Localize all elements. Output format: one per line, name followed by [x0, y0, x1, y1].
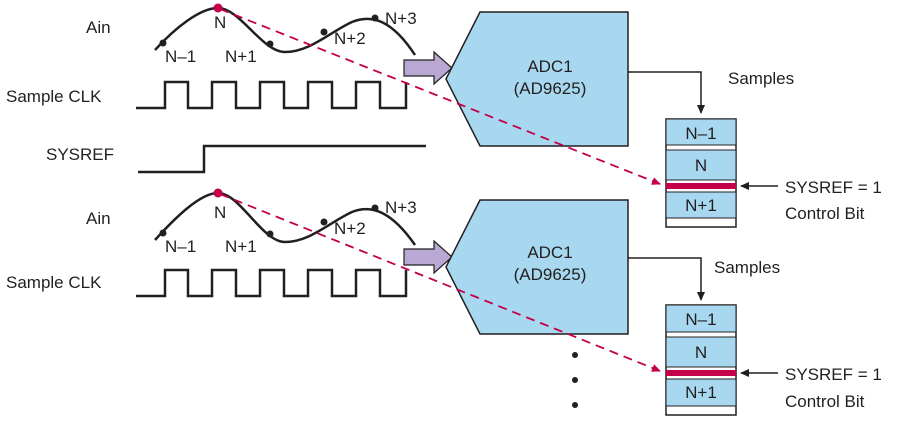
- sample-label-n+2-bottom: N+2: [334, 219, 366, 238]
- samples-label-bottom: Samples: [714, 258, 780, 277]
- sample-dot-n+1-top: [266, 40, 274, 48]
- samples-connector-top: [628, 71, 705, 114]
- sample-buffer-top: N–1 N N+1: [665, 118, 737, 228]
- sample-label-n+3-bottom: N+3: [385, 198, 417, 217]
- sample-dot-n+1-bottom: [266, 230, 274, 238]
- sample-clk-wave-top: [136, 80, 408, 110]
- control-bit-line2-bottom: Control Bit: [785, 392, 865, 411]
- sample-path-dashed-bottom: [219, 193, 661, 372]
- sample-clk-label-bottom: Sample CLK: [6, 273, 102, 292]
- buffer-n-1-bottom: N–1: [685, 310, 716, 329]
- adc-name-bottom: ADC1: [527, 243, 572, 262]
- control-bit-line1-top: SYSREF = 1: [785, 178, 882, 197]
- sample-label-n+2-top: N+2: [334, 29, 366, 48]
- control-bit-line1-bottom: SYSREF = 1: [785, 365, 882, 384]
- adc-part-top: (AD9625): [514, 79, 587, 98]
- samples-label-top: Samples: [728, 69, 794, 88]
- buffer-n+1-top: N+1: [685, 196, 717, 215]
- buffer-n-bottom: N: [695, 343, 707, 362]
- input-arrow-top: [403, 50, 453, 86]
- sample-buffer-bottom: N–1 N N+1: [665, 304, 737, 416]
- sysref-wave: [138, 144, 426, 174]
- sample-clk-label-top: Sample CLK: [6, 87, 102, 106]
- sample-clk-wave-bottom: [136, 268, 408, 298]
- samples-connector-bottom: [628, 257, 705, 301]
- control-bit-line2-top: Control Bit: [785, 204, 865, 223]
- sample-label-n+3-top: N+3: [385, 9, 417, 28]
- adc-name-top: ADC1: [527, 57, 572, 76]
- buffer-n+1-bottom: N+1: [685, 383, 717, 402]
- ain-waveform-bottom: [154, 191, 417, 246]
- top-group: Ain N–1 N N+1 N+2 N+3 Sample CLK SYSREF …: [6, 3, 882, 228]
- adc-part-bottom: (AD9625): [514, 265, 587, 284]
- bottom-group: Ain N–1 N N+1 N+2 N+3 Sample CLK ADC1 (A…: [6, 188, 882, 416]
- continuation-dots: [572, 352, 578, 408]
- sample-label-n-top: N: [214, 13, 226, 32]
- sample-path-dashed-top: [219, 8, 661, 185]
- sample-label-n+1-bottom: N+1: [225, 237, 257, 256]
- sample-dot-n-1-bottom: [159, 229, 167, 237]
- adc-block-bottom: [445, 199, 629, 335]
- buffer-n-1-top: N–1: [685, 124, 716, 143]
- sample-label-n-1-bottom: N–1: [165, 237, 196, 256]
- sample-dot-n-bottom: [213, 188, 223, 198]
- sample-dot-n+3-top: [371, 14, 379, 22]
- sysref-label: SYSREF: [46, 145, 114, 164]
- sample-label-n-bottom: N: [214, 203, 226, 222]
- sample-dot-n+2-bottom: [320, 218, 328, 226]
- sample-dot-n-1-top: [159, 39, 167, 47]
- sample-dot-n-top: [213, 3, 223, 13]
- input-arrow-bottom: [403, 239, 453, 275]
- sample-label-n+1-top: N+1: [225, 47, 257, 66]
- buffer-n-top: N: [695, 156, 707, 175]
- sample-dot-n+3-bottom: [371, 204, 379, 212]
- ain-label-top: Ain: [86, 18, 111, 37]
- sample-dot-n+2-top: [320, 28, 328, 36]
- adc-block-top: [445, 11, 629, 147]
- sample-label-n-1-top: N–1: [165, 47, 196, 66]
- ain-label-bottom: Ain: [86, 209, 111, 228]
